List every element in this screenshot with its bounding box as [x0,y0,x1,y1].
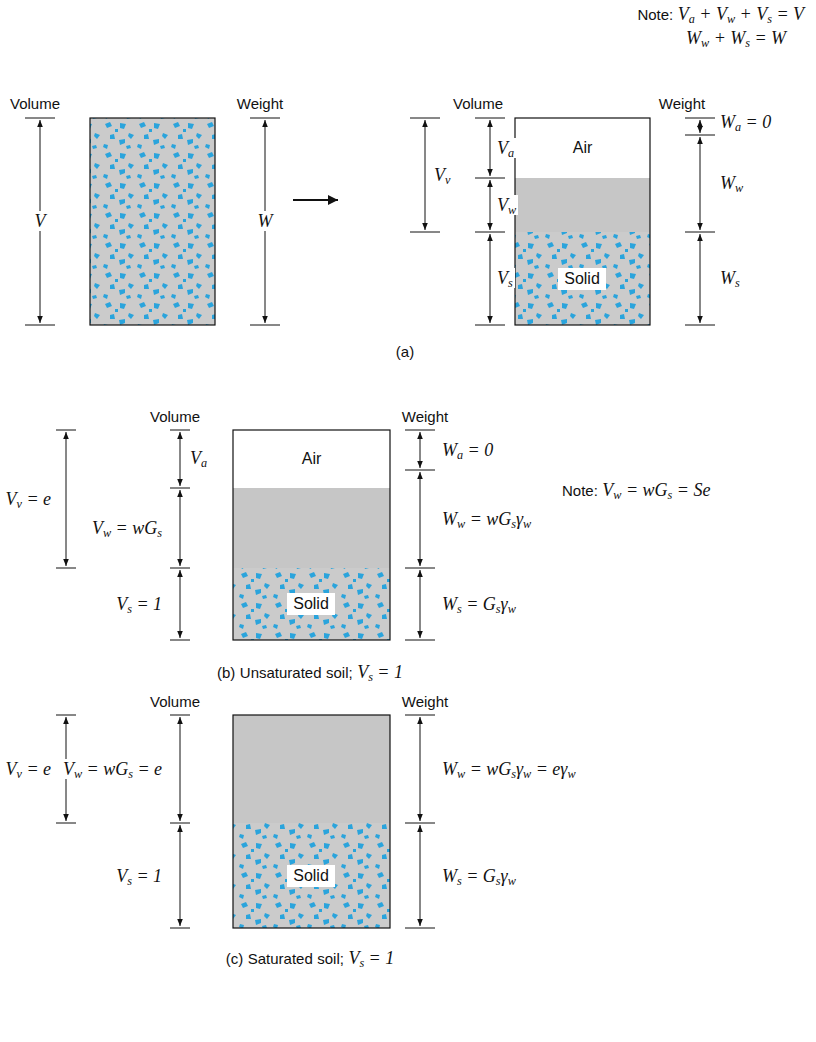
arrow [293,199,338,201]
dimension-label: Vs [495,268,515,289]
dimension-label: Ws = Gsγw [440,594,518,615]
air-phase: Air [515,119,650,177]
dimension-label: Vs = 1 [114,866,164,887]
solid-phase-label: Solid [287,865,335,887]
solid-phase-label: Solid [558,268,606,290]
phase-name: Solid [564,270,600,288]
solid-phase-label: Solid [287,593,335,615]
dimension-label: Ww = wGsγw = eγw [440,759,578,780]
dimension-label: Vv = e [4,759,54,780]
dimension-label: Ws [718,268,742,289]
phase-box [515,118,650,325]
dimension-label: Volume [8,95,62,113]
dimension-label: Ww [718,173,745,194]
dimension-label: Note: Vw = wGs = Se [560,480,712,501]
dimension-label: Volume [451,95,505,113]
dimension-label: Ww + Ws = W [684,28,788,49]
dimension-label: W [256,211,275,232]
dimension-label: Va [188,448,209,469]
dimension-label: Volume [148,693,202,711]
dimension-label: Vw = wGs [90,518,164,539]
phase-name: Solid [293,595,329,613]
phase-box [233,430,390,640]
dimension-label: V [33,211,48,232]
soil-element [90,118,215,325]
dimension-label: Volume [148,408,202,426]
figure-caption: (b) Unsaturated soil; Vs = 1 [215,662,405,683]
dimension-label: Ws = Gsγw [440,866,518,887]
dimension-label: Weight [400,408,450,426]
dimension-label: Note: Va + Vw + Vs = V [635,4,806,25]
dimension-label: Vv [432,165,452,186]
dimension-label: Wa = 0 [440,440,495,461]
phase-name: Solid [293,867,329,885]
dimension-label: Ww = wGsγw [440,509,533,530]
dimension-label: Wa = 0 [718,112,773,133]
dimension-label: Weight [235,95,285,113]
dimension-label: Vw [495,195,518,216]
dimension-label: Vs = 1 [114,594,164,615]
dimension-label: Vw = wGs = e [61,759,164,780]
dimension-label: Vv = e [4,489,54,510]
dimension-label: Weight [657,95,707,113]
dimension-label: Weight [400,693,450,711]
phase-box [233,715,390,928]
dimension-label: Va [495,138,516,159]
figure-caption: (a) [394,343,416,361]
phase-name: Air [302,450,322,468]
air-phase: Air [233,431,390,487]
phase-name: Air [573,139,593,157]
figure-caption: (c) Saturated soil; Vs = 1 [224,948,396,969]
